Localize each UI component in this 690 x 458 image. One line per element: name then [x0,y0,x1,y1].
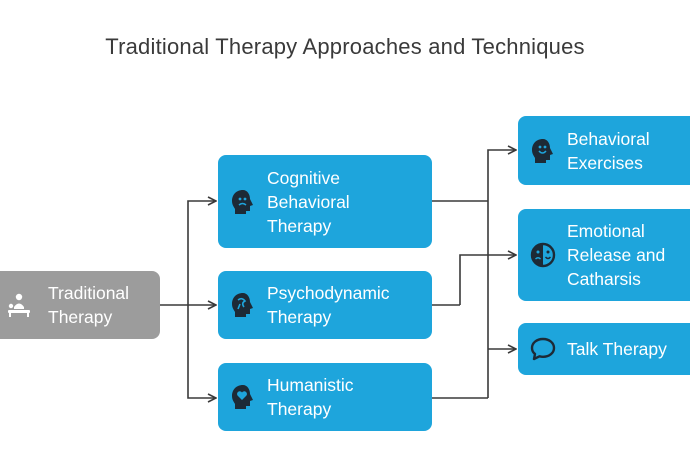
head-smile-icon [528,136,558,166]
node-traditional-therapy: Traditional Therapy [0,271,160,339]
node-behavioral-exercises: Behavioral Exercises [518,116,690,185]
node-humanistic-therapy: Humanistic Therapy [218,363,432,431]
node-label-psychodynamic-therapy: Psychodynamic Therapy [267,283,390,327]
node-label-emotional-release-and-catharsis: Emotional Release and Catharsis [567,221,666,289]
node-cognitive-behavioral-therapy: Cognitive Behavioral Therapy [218,155,432,248]
speech-bubble-icon [528,334,558,364]
node-emotional-release-and-catharsis: Emotional Release and Catharsis [518,209,690,301]
therapy-session-icon [4,290,34,320]
connector-to-emotional [459,255,516,305]
connector-to-behavioral [487,150,516,398]
node-label-humanistic-therapy: Humanistic Therapy [267,375,354,419]
node-label-behavioral-exercises: Behavioral Exercises [567,128,650,173]
diagram-title: Traditional Therapy Approaches and Techn… [105,34,585,59]
head-heart-icon [228,382,258,412]
node-talk-therapy: Talk Therapy [518,323,690,375]
node-label-talk-therapy: Talk Therapy [567,339,667,359]
node-label-traditional-therapy: Traditional Therapy [48,283,130,327]
connector-root-to-humanistic [187,305,216,398]
drama-mask-icon [528,240,558,270]
connector-root-to-cbt [187,201,216,305]
head-mind-icon [228,290,258,320]
node-label-cognitive-behavioral-therapy: Cognitive Behavioral Therapy [267,167,350,236]
node-psychodynamic-therapy: Psychodynamic Therapy [218,271,432,339]
head-face-icon [228,187,258,217]
